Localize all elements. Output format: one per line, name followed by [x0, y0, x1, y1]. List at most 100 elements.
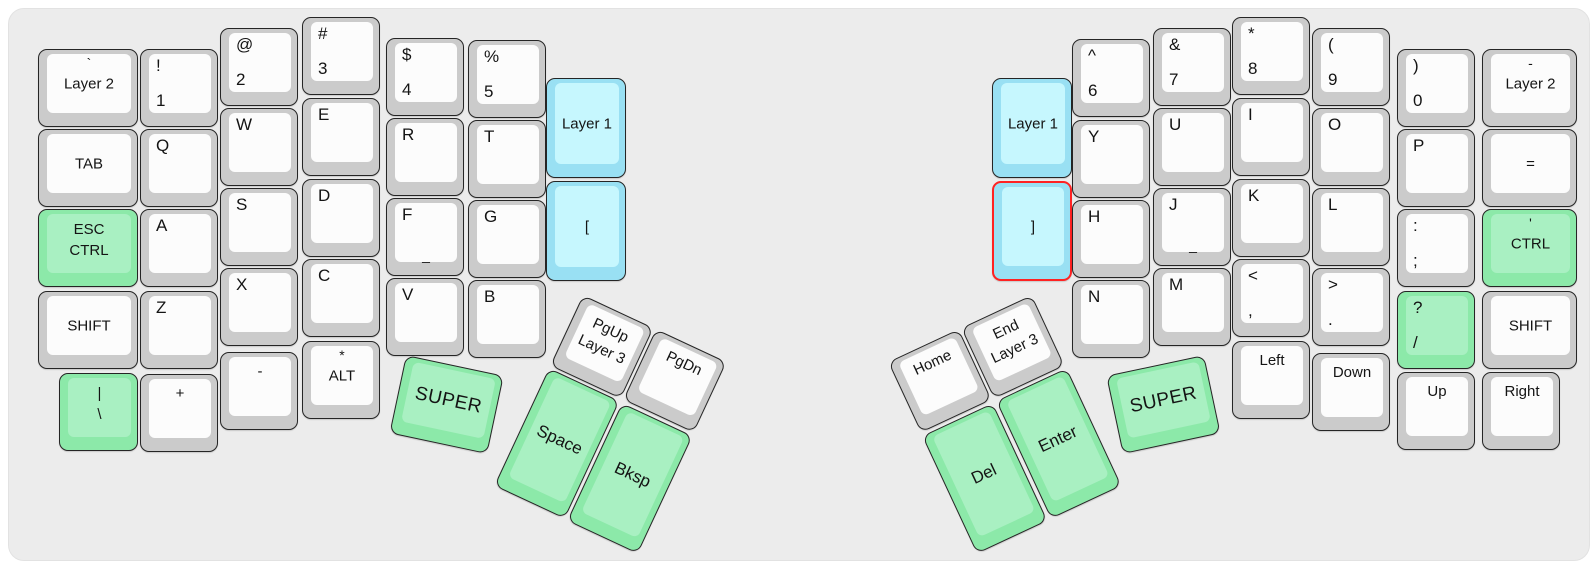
key-t-label: T	[484, 127, 495, 146]
key-s[interactable]: S	[220, 188, 298, 266]
key-a-label: A	[156, 216, 168, 235]
key-8[interactable]: *8	[1232, 17, 1310, 95]
key-v-label: V	[402, 285, 414, 304]
key-r[interactable]: R	[386, 118, 464, 196]
key-j-top-surface: J_	[1162, 193, 1224, 252]
key-6-label: 6	[1088, 81, 1098, 100]
key-up-label: Up	[1427, 383, 1447, 400]
key-q[interactable]: Q	[140, 129, 218, 207]
key-o[interactable]: O	[1312, 108, 1390, 186]
key-equals[interactable]: =	[1482, 129, 1577, 207]
key-2[interactable]: @2	[220, 28, 298, 106]
key-shift-right-top-surface: SHIFT	[1491, 296, 1570, 355]
key-t[interactable]: T	[468, 120, 546, 198]
key-question-slash-label: ?	[1413, 298, 1423, 317]
key-shift-right[interactable]: SHIFT	[1482, 291, 1577, 369]
key-6[interactable]: ^6	[1072, 39, 1150, 117]
key-g-label: G	[484, 207, 498, 226]
key-j-label: _	[1189, 237, 1197, 253]
key-e-label: E	[318, 105, 330, 124]
key-tab-label: TAB	[74, 155, 104, 172]
key-quote-ctrl-top-surface: ' CTRL	[1491, 214, 1570, 273]
key-quote-ctrl-label: '	[1529, 215, 1532, 231]
key-e[interactable]: E	[302, 98, 380, 176]
key-c[interactable]: C	[302, 259, 380, 337]
key-i[interactable]: I	[1232, 98, 1310, 176]
key-m[interactable]: M	[1153, 268, 1231, 346]
key-grave-layer2[interactable]: `Layer 2	[38, 49, 138, 127]
key-plus-label: +	[175, 385, 185, 402]
key-home-top-surface: Home	[898, 336, 980, 417]
key-n[interactable]: N	[1072, 280, 1150, 358]
key-plus[interactable]: +	[140, 374, 218, 452]
key-x[interactable]: X	[220, 268, 298, 346]
key-semicolon[interactable]: :;	[1397, 209, 1475, 287]
key-super-right[interactable]: SUPER	[1106, 355, 1221, 455]
key-b[interactable]: B	[468, 280, 546, 358]
key-u[interactable]: U	[1153, 108, 1231, 186]
key-5[interactable]: %5	[468, 40, 546, 118]
key-k[interactable]: K	[1232, 179, 1310, 257]
key-comma-label: <	[1248, 266, 1258, 285]
key-0[interactable]: )0	[1397, 49, 1475, 127]
key-layer1-right[interactable]: Layer 1	[992, 78, 1072, 178]
key-esc-ctrl-label: CTRL	[69, 242, 109, 259]
key-l[interactable]: L	[1312, 188, 1390, 266]
key-4[interactable]: $4	[386, 38, 464, 116]
key-b-label: B	[484, 287, 496, 306]
key-minus-layer2[interactable]: -Layer 2	[1482, 49, 1577, 127]
key-j[interactable]: J_	[1153, 188, 1231, 266]
key-pipe-backslash[interactable]: |\	[59, 373, 138, 451]
key-0-label: 0	[1413, 91, 1423, 110]
key-9[interactable]: (9	[1312, 28, 1390, 106]
key-layer1-right-label: Layer 1	[1007, 115, 1059, 132]
key-comma[interactable]: <,	[1232, 259, 1310, 337]
key-minus-layer2-top-surface: -Layer 2	[1491, 54, 1570, 113]
key-super-left-label: SUPER	[413, 382, 485, 418]
key-4-label: $	[402, 45, 412, 64]
key-quote-ctrl-label: CTRL	[1510, 235, 1551, 252]
key-h[interactable]: H	[1072, 200, 1150, 278]
key-1[interactable]: !1	[140, 49, 218, 127]
key-a[interactable]: A	[140, 209, 218, 287]
key-p[interactable]: P	[1397, 129, 1475, 207]
key-w[interactable]: W	[220, 108, 298, 186]
key-rbracket-label: ]	[1030, 218, 1036, 235]
key-shift-right-label: SHIFT	[1508, 317, 1553, 334]
key-tab[interactable]: TAB	[38, 129, 138, 207]
key-super-left[interactable]: SUPER	[389, 355, 504, 455]
key-quote-ctrl[interactable]: ' CTRL	[1482, 209, 1577, 287]
key-down[interactable]: Down	[1312, 353, 1390, 431]
key-up[interactable]: Up	[1397, 372, 1475, 450]
key-y[interactable]: Y	[1072, 120, 1150, 198]
key-1-label: 1	[156, 91, 166, 110]
key-question-slash[interactable]: ?/	[1397, 291, 1475, 369]
key-d[interactable]: D	[302, 179, 380, 257]
key-period[interactable]: >.	[1312, 268, 1390, 346]
key-left[interactable]: Left	[1232, 341, 1310, 419]
key-pgdn-label: PgDn	[663, 347, 705, 380]
key-layer1-left[interactable]: Layer 1	[546, 78, 626, 178]
key-bksp-label: Bksp	[611, 457, 655, 491]
key-period-label: >	[1328, 275, 1338, 294]
key-3[interactable]: #3	[302, 17, 380, 95]
key-v[interactable]: V	[386, 278, 464, 356]
key-w-top-surface: W	[229, 113, 291, 172]
key-7[interactable]: &7	[1153, 28, 1231, 106]
key-4-label: 4	[402, 80, 412, 99]
key-minus[interactable]: -	[220, 352, 298, 430]
key-star-alt[interactable]: *ALT	[302, 341, 380, 419]
key-right[interactable]: Right	[1482, 372, 1560, 450]
key-3-label: 3	[318, 59, 328, 78]
key-z[interactable]: Z	[140, 291, 218, 369]
key-del-label: Del	[968, 459, 1000, 488]
key-g[interactable]: G	[468, 200, 546, 278]
key-shift-left[interactable]: SHIFT	[38, 291, 138, 369]
key-f[interactable]: F_	[386, 198, 464, 276]
key-semicolon-label: ;	[1413, 251, 1418, 270]
key-u-label: U	[1169, 115, 1182, 134]
key-lbracket[interactable]: [	[546, 181, 626, 281]
key-rbracket[interactable]: ]	[992, 181, 1072, 281]
